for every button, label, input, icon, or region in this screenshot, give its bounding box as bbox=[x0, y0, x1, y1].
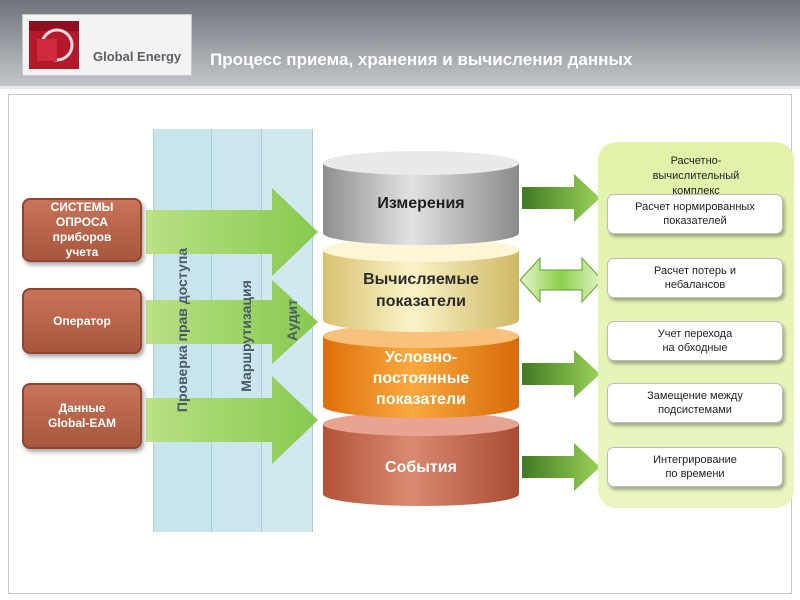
source-global-eam: Данные Global-EAM bbox=[22, 383, 142, 449]
layer-calculated-indicators: Вычисляемые показатели bbox=[323, 238, 519, 332]
logo: Global Energy bbox=[22, 14, 192, 76]
calc-complex-title: Расчетно- вычислительный комплекс bbox=[652, 155, 740, 197]
global-energy-logo-icon bbox=[29, 21, 79, 69]
layer-events: События bbox=[323, 412, 519, 506]
arrow-calculated-bidirectional bbox=[519, 256, 603, 304]
source-label: Данные Global-EAM bbox=[48, 401, 116, 430]
source-operator: Оператор bbox=[22, 288, 142, 354]
layer-events-label: События bbox=[385, 459, 457, 476]
arrow-measurements-out bbox=[522, 174, 600, 222]
arrow-from-metering bbox=[146, 188, 318, 276]
header-divider bbox=[0, 86, 800, 89]
arrow-from-eam bbox=[146, 376, 318, 464]
page-title: Процесс приема, хранения и вычисления да… bbox=[210, 50, 633, 69]
arrow-from-operator bbox=[146, 280, 318, 364]
layer-conditional-line3: показатели bbox=[376, 391, 466, 408]
logo-text: Global Energy bbox=[93, 49, 182, 64]
source-label: Оператор bbox=[53, 313, 111, 328]
layer-conditional-line1: Условно- bbox=[385, 349, 457, 366]
layer-calculated-line2: показатели bbox=[376, 293, 466, 310]
arrow-conditional-out bbox=[522, 350, 600, 398]
layer-conditional-line2: постоянные bbox=[373, 370, 470, 387]
arrow-events-out bbox=[522, 443, 600, 491]
layer-measurements: Измерения bbox=[323, 151, 519, 245]
layer-measurements-label: Измерения bbox=[377, 195, 464, 212]
source-metering-systems: СИСТЕМЫ ОПРОСА приборов учета bbox=[22, 198, 142, 262]
layer-calculated-line1: Вычисляемые bbox=[363, 271, 479, 288]
source-label: СИСТЕМЫ ОПРОСА приборов учета bbox=[50, 200, 114, 259]
